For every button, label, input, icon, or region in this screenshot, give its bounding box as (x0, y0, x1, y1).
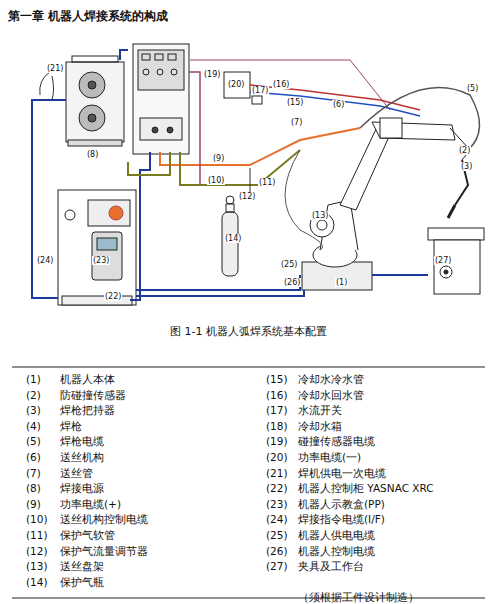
callout-number: (13) (311, 211, 329, 220)
callout-number: (16) (272, 80, 290, 89)
legend-note: （须根据工件设计制造） (298, 591, 419, 604)
legend-item-text: 送丝机构控制电缆 (60, 513, 148, 526)
legend-item-number: (17) (266, 404, 288, 417)
callout-number: (14) (224, 234, 242, 243)
legend-item-number: (7) (26, 467, 41, 480)
legend-item-text: 机器人示教盒(PP) (298, 498, 385, 511)
legend-item-text: 冷却水箱 (298, 420, 342, 433)
legend-item-text: 焊接电源 (60, 482, 104, 495)
legend-item-text: 机器人控制电缆 (298, 545, 375, 558)
legend-item-text: 冷却水回水管 (298, 389, 364, 402)
callout-number: (11) (258, 178, 276, 187)
legend-item-text: 机器人控制柜 YASNAC XRC (298, 482, 434, 495)
legend-item-number: (6) (26, 451, 41, 464)
callout-number: (3) (460, 162, 473, 171)
legend-item-text: 碰撞传感器电缆 (298, 435, 375, 448)
legend-item-number: (25) (266, 529, 288, 542)
callout-number: (10) (207, 176, 225, 185)
legend-item-text: 机器人本体 (60, 373, 115, 386)
callout-number: (25) (280, 260, 298, 269)
callout-number: (21) (46, 64, 64, 73)
callout-number: (19) (203, 70, 221, 79)
legend-item-number: (1) (26, 373, 41, 386)
legend-item-text: 焊枪把持器 (60, 404, 115, 417)
legend-item-number: (12) (26, 545, 48, 558)
legend-item-number: (13) (26, 560, 48, 573)
chapter-heading: 第一章 机器人焊接系统的构成 (8, 8, 168, 25)
legend-item-number: (9) (26, 498, 41, 511)
legend-item-number: (26) (266, 545, 288, 558)
callout-number: (22) (104, 292, 122, 301)
legend-item-text: 水流开关 (298, 404, 342, 417)
legend-item-text: 功率电缆(一) (298, 451, 361, 464)
legend-item-text: 送丝机构 (60, 451, 104, 464)
callout-number: (26) (283, 278, 301, 287)
legend-item-text: 保护气流量调节器 (60, 545, 148, 558)
callout-number: (8) (86, 150, 99, 159)
legend-item-text: 保护气软管 (60, 529, 115, 542)
callout-number: (23) (92, 256, 110, 265)
legend-item-number: (10) (26, 513, 48, 526)
legend-item-text: 冷却水冷水管 (298, 373, 364, 386)
legend-item-number: (24) (266, 513, 288, 526)
callout-number: (27) (434, 256, 452, 265)
legend-item-number: (23) (266, 498, 288, 511)
legend-item-number: (16) (266, 389, 288, 402)
callout-number: (9) (212, 154, 225, 163)
legend-item-number: (27) (266, 560, 288, 573)
legend-item-number: (19) (266, 435, 288, 448)
legend-item-number: (11) (26, 529, 48, 542)
legend-item-text: 焊枪电缆 (60, 435, 104, 448)
legend-item-number: (14) (26, 576, 48, 589)
legend-item-text: 防碰撞传感器 (60, 389, 126, 402)
legend-item-number: (15) (266, 373, 288, 386)
legend-item-text: 送丝管 (60, 467, 93, 480)
callout-number: (12) (238, 192, 256, 201)
callout-number: (20) (227, 80, 245, 89)
legend-item-text: 保护气瓶 (60, 576, 104, 589)
legend-item-number: (5) (26, 435, 41, 448)
legend-item-text: 功率电缆(+) (60, 498, 121, 511)
legend-item-text: 焊机供电一次电缆 (298, 467, 386, 480)
legend-item-number: (18) (266, 420, 288, 433)
callout-number: (15) (286, 98, 304, 107)
legend-item-number: (2) (26, 389, 41, 402)
legend-item-number: (3) (26, 404, 41, 417)
callout-number: (1) (335, 278, 348, 287)
callout-number: (17) (251, 86, 269, 95)
callout-number: (7) (290, 118, 303, 127)
callout-number: (6) (332, 100, 345, 109)
callout-number: (5) (466, 84, 479, 93)
figure-caption: 图 1-1 机器人弧焊系统基本配置 (170, 324, 327, 339)
legend-item-text: 夹具及工作台 (298, 560, 364, 573)
legend-item-number: (4) (26, 420, 41, 433)
legend-item-number: (8) (26, 482, 41, 495)
legend-item-number: (22) (266, 482, 288, 495)
callout-number: (24) (36, 256, 54, 265)
legend-item-number: (20) (266, 451, 288, 464)
legend-item-number: (21) (266, 467, 288, 480)
legend-item-text: 焊枪 (60, 420, 82, 433)
callout-number: (2) (458, 146, 471, 155)
legend-item-text: 机器人供电电缆 (298, 529, 375, 542)
legend-item-text: 焊接指令电缆(I/F) (298, 513, 385, 526)
legend-item-text: 送丝盘架 (60, 560, 104, 573)
